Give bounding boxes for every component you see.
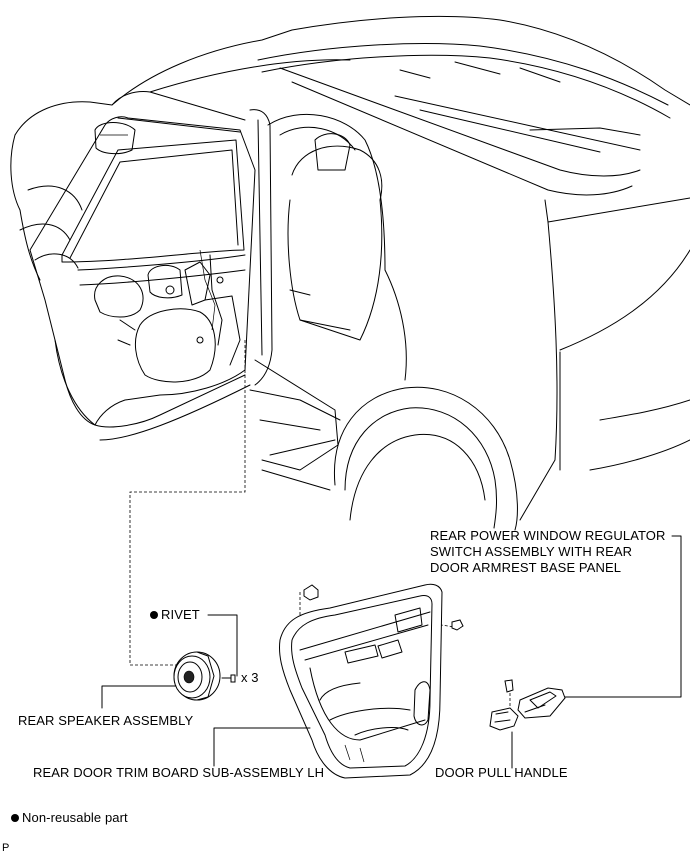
callout-lines: [101, 535, 682, 769]
rivet-label: RIVET: [150, 607, 200, 623]
non-reusable-bullet-icon: [150, 611, 158, 619]
speaker-label: REAR SPEAKER ASSEMBLY: [18, 713, 194, 728]
door-pull-handle-part: [489, 707, 519, 731]
open-door: [29, 116, 256, 441]
pull-handle-label: DOOR PULL HANDLE: [435, 765, 568, 780]
rear-door-trim-board: [279, 583, 443, 779]
switch-assembly-label-line3: DOOR ARMREST BASE PANEL: [430, 560, 622, 575]
rivet-label-text: RIVET: [161, 607, 200, 622]
rivet-part: [221, 674, 236, 683]
power-window-switch-assembly: [517, 687, 566, 719]
legend-bullet-icon: [11, 814, 19, 822]
corner-mark: P: [2, 842, 10, 854]
rivet-quantity: x 3: [241, 670, 259, 685]
switch-assembly-label-line1: REAR POWER WINDOW REGULATOR: [430, 528, 666, 543]
clip-parts: [303, 584, 514, 693]
legend-text: Non-reusable part: [22, 810, 128, 825]
trim-board-label: REAR DOOR TRIM BOARD SUB-ASSEMBLY LH: [33, 765, 325, 780]
rear-speaker-assembly: [173, 651, 221, 701]
switch-assembly-label-line2: SWITCH ASSEMBLY WITH REAR: [430, 544, 633, 559]
legend: Non-reusable part: [11, 810, 128, 826]
vehicle-illustration: [10, 15, 690, 531]
